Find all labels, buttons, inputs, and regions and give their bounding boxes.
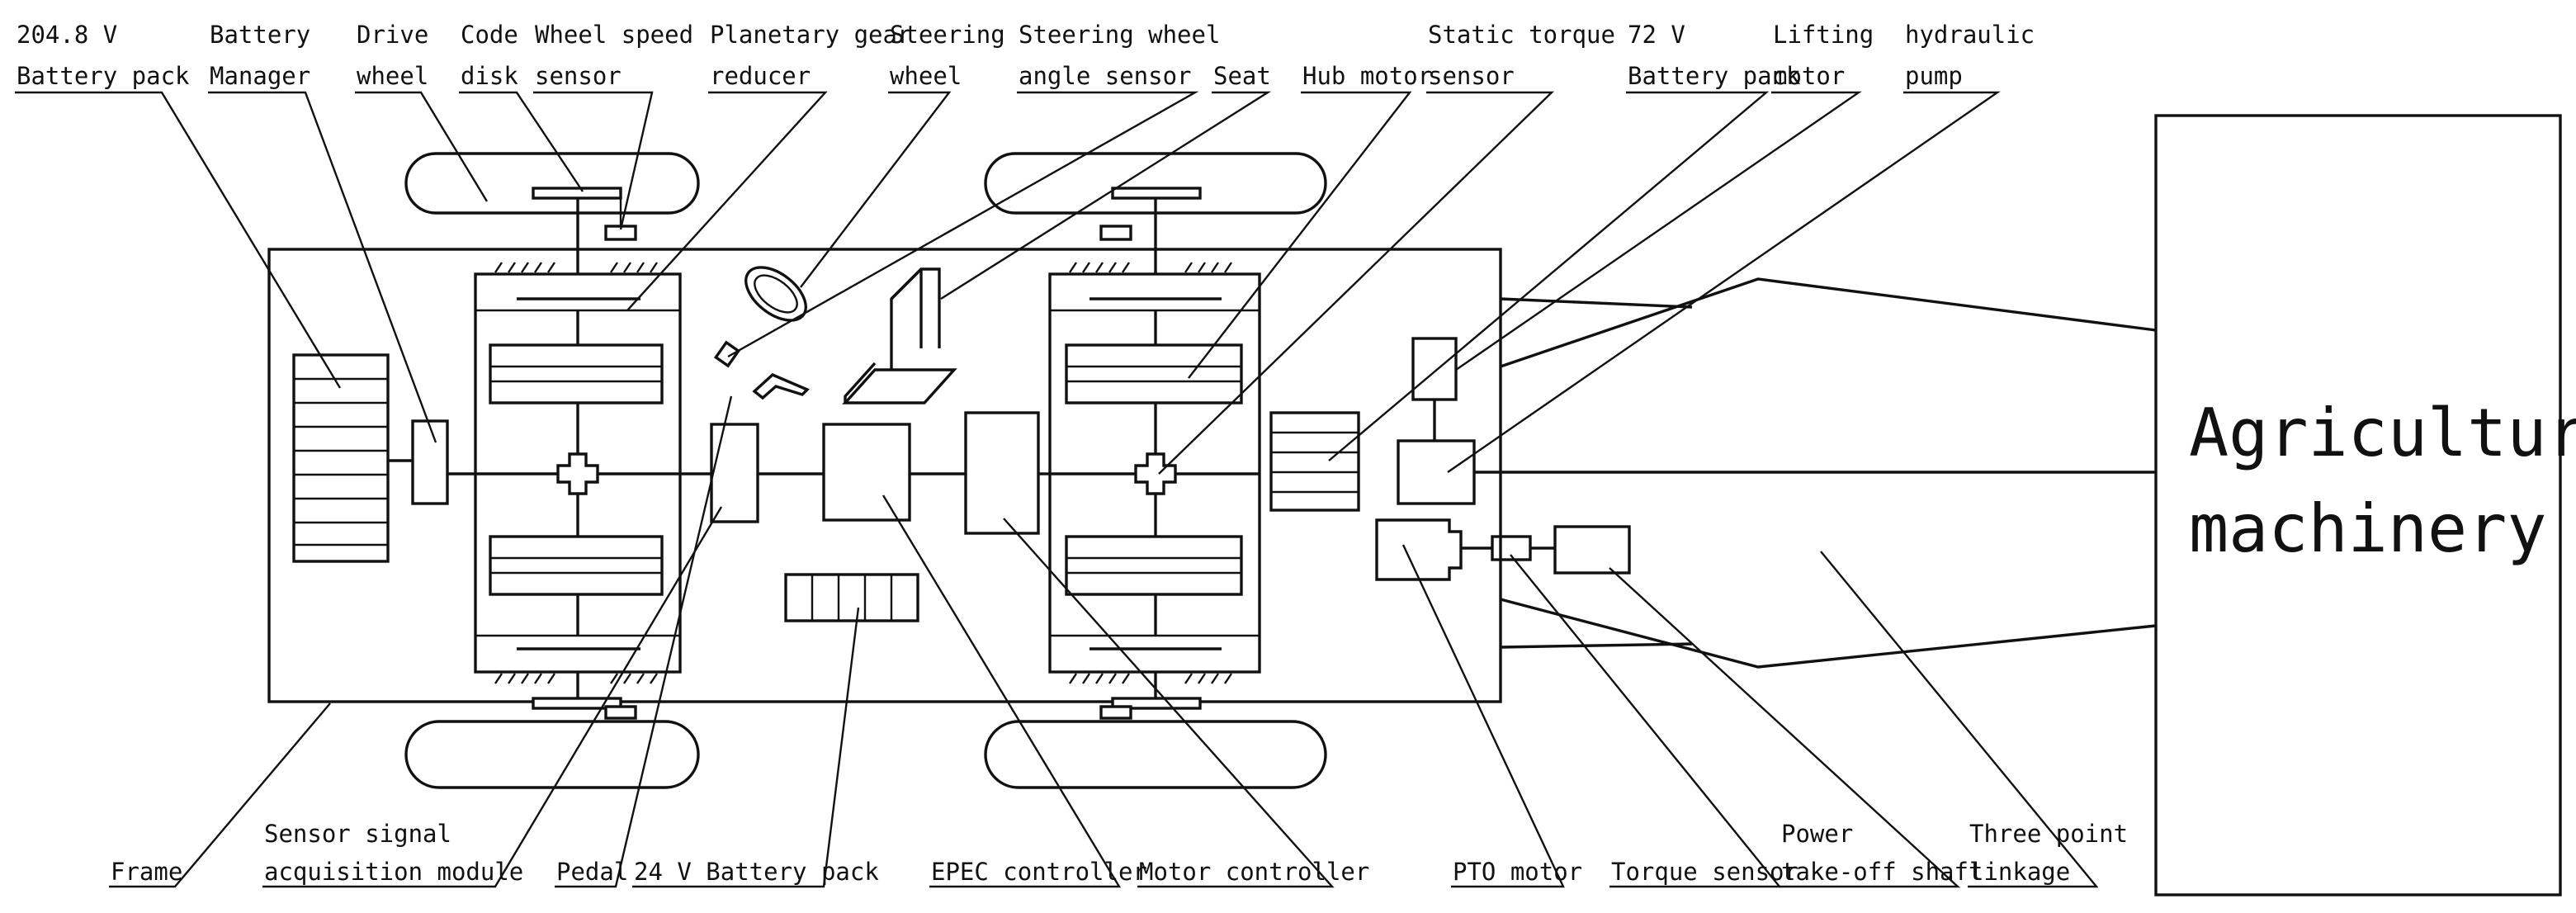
battery-pack-204v-group xyxy=(292,353,475,563)
differential-cross-right xyxy=(1134,452,1177,495)
wheel-speed-sensor-front-right xyxy=(1099,225,1132,241)
label-torque-sensor: Torque sensor xyxy=(1611,858,1798,886)
sensor-signal-acquisition-module xyxy=(710,423,759,523)
label-pedal: Pedal xyxy=(556,858,628,886)
label-steering-wheel-angle-sensor: Steering wheel angle sensor xyxy=(1019,21,1235,90)
machinery-line-1: Agricultural xyxy=(2189,395,2576,471)
power-take-off-shaft xyxy=(1553,525,1631,575)
hydraulic-pump xyxy=(1397,439,1476,505)
label-three-point-linkage: Three point linkage xyxy=(1969,820,2143,886)
leader-lines xyxy=(15,91,2099,888)
steering-wheel-angle-sensor xyxy=(713,340,741,368)
epec-controller xyxy=(822,423,911,522)
labels: 204.8 V Battery pack Battery Manager Dri… xyxy=(17,21,2143,886)
steering-wheel xyxy=(744,266,807,322)
battery-pack-24v xyxy=(784,573,919,622)
center-components xyxy=(680,266,1050,622)
battery-pack-204v xyxy=(292,353,390,563)
pto-motor xyxy=(1375,518,1463,581)
label-static-torque-sensor: Static torque sensor xyxy=(1428,21,1629,90)
label-drive-wheel: Drive wheel xyxy=(357,21,443,90)
machinery-line-2: machinery xyxy=(2189,490,2546,567)
label-seat: Seat xyxy=(1213,62,1271,90)
code-disk-front-right xyxy=(1111,187,1202,200)
label-power-take-off-shaft: Power take-off shaft xyxy=(1781,820,1983,886)
label-epec-controller: EPEC controller xyxy=(931,858,1147,886)
label-code-disk: Code disk xyxy=(461,21,532,90)
label-lifting-motor: Lifting motor xyxy=(1773,21,1888,90)
lifting-motor xyxy=(1411,337,1458,401)
drive-wheel-rear-right xyxy=(984,720,1327,789)
wheel-speed-sensor-rear-right xyxy=(1099,705,1132,720)
left-axle-assembly xyxy=(474,187,682,720)
drive-wheel-front-left xyxy=(404,152,700,215)
code-disk-front-left xyxy=(532,187,622,200)
frame xyxy=(267,248,1502,703)
pedal xyxy=(752,373,810,400)
label-frame: Frame xyxy=(111,858,182,886)
three-point-linkage xyxy=(1500,277,2157,669)
label-motor-controller: Motor controller xyxy=(1139,858,1369,886)
label-hydraulic-pump: hydraulic pump xyxy=(1905,21,2049,90)
label-steering-wheel: Steering wheel xyxy=(890,21,1019,90)
label-wheel-speed-sensor: Wheel speed sensor xyxy=(535,21,708,90)
seat xyxy=(842,267,957,404)
label-battery-pack-24v: 24 V Battery pack xyxy=(634,858,879,886)
drive-wheel-rear-left xyxy=(404,720,700,789)
label-sensor-signal-acquisition-module: Sensor signal acquisition module xyxy=(264,820,523,886)
battery-manager xyxy=(411,419,449,505)
label-battery-pack-204v: 204.8 V Battery pack xyxy=(17,21,190,90)
label-planetary-gear-reducer: Planetary gear reducer xyxy=(710,21,926,90)
right-components xyxy=(1269,337,2156,581)
label-pto-motor: PTO motor xyxy=(1453,858,1582,886)
label-battery-pack-72v: 72 V Battery pack xyxy=(1628,21,1801,90)
label-hub-motor: Hub motor xyxy=(1302,62,1432,90)
motor-controller xyxy=(964,411,1040,535)
label-battery-manager: Battery Manager xyxy=(210,21,325,90)
agricultural-machinery xyxy=(2154,114,2562,896)
differential-cross-left xyxy=(556,452,599,495)
battery-pack-72v xyxy=(1269,411,1360,512)
right-axle-assembly xyxy=(1048,187,1261,720)
wheel-speed-sensor-rear-left xyxy=(604,705,637,720)
